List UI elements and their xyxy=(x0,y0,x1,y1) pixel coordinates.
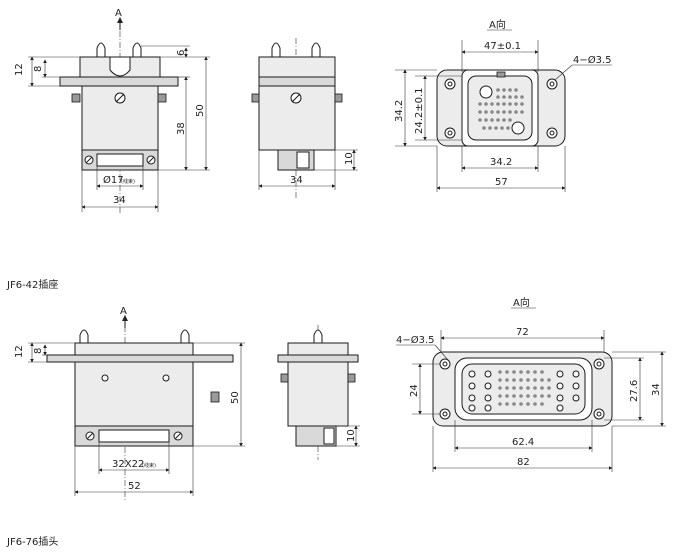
dim-12-bottom: 12 xyxy=(14,345,25,358)
dim-72: 72 xyxy=(516,327,529,338)
dim-32x22-note: (线束) xyxy=(142,462,156,469)
dim-27-6: 27.6 xyxy=(629,380,640,402)
large-contact-pins xyxy=(468,370,580,412)
dim-62-4: 62.4 xyxy=(512,437,534,448)
dim-24: 24 xyxy=(409,384,420,397)
dim-10-bottom: 10 xyxy=(346,429,357,442)
small-contact-pins xyxy=(498,370,551,406)
dim-4-holes-top: 4−Ø3.5 xyxy=(573,54,612,66)
dim-8-bottom: 8 xyxy=(33,348,44,354)
dim-34-bottom: 34 xyxy=(651,383,662,396)
dim-32x22: 32X22 xyxy=(112,459,144,470)
dim-38: 38 xyxy=(176,122,187,135)
bottom-front-view: A 12 8 50 32X22 (线束) 52 xyxy=(14,306,245,500)
dim-8: 8 xyxy=(33,66,44,72)
dim-34-side: 34 xyxy=(290,175,303,186)
top-front-view: A 12 8 6 38 50 Ø17 (线束) 34 xyxy=(14,8,210,215)
dim-17: Ø17 xyxy=(103,174,124,186)
dim-4-holes-bottom: 4−Ø3.5 xyxy=(396,334,435,346)
dim-50: 50 xyxy=(195,104,206,117)
view-a-title-bottom: A向 xyxy=(513,296,530,309)
dim-34-front: 34 xyxy=(113,195,126,206)
dim-82: 82 xyxy=(517,457,530,468)
dim-17-note: (线束) xyxy=(121,178,135,185)
dim-34-2-left: 34.2 xyxy=(394,100,405,122)
bottom-a-view: A向 72 4−Ø3.5 xyxy=(396,296,666,472)
contact-pin-field xyxy=(478,88,524,130)
top-a-view: A向 47±0.1 4−Ø3.5 xyxy=(394,18,612,192)
caption-socket: JF6-42插座 xyxy=(6,278,58,291)
dim-50-bottom: 50 xyxy=(230,391,241,404)
dim-12: 12 xyxy=(14,63,25,76)
dim-6: 6 xyxy=(176,50,187,56)
caption-plug: JF6-76插头 xyxy=(6,535,58,548)
dim-24-2: 24.2±0.1 xyxy=(414,87,425,134)
top-side-view: 34 10 xyxy=(251,38,358,200)
dim-47: 47±0.1 xyxy=(484,41,521,52)
dim-10: 10 xyxy=(344,152,355,165)
bottom-side-view: 10 xyxy=(277,325,360,460)
view-a-title: A向 xyxy=(489,18,506,31)
arrow-a-label: A xyxy=(115,8,122,19)
dim-34-2-bottom: 34.2 xyxy=(490,157,512,168)
dim-57: 57 xyxy=(495,177,508,188)
dim-52: 52 xyxy=(128,481,141,492)
arrow-a-label-bottom: A xyxy=(120,306,127,317)
